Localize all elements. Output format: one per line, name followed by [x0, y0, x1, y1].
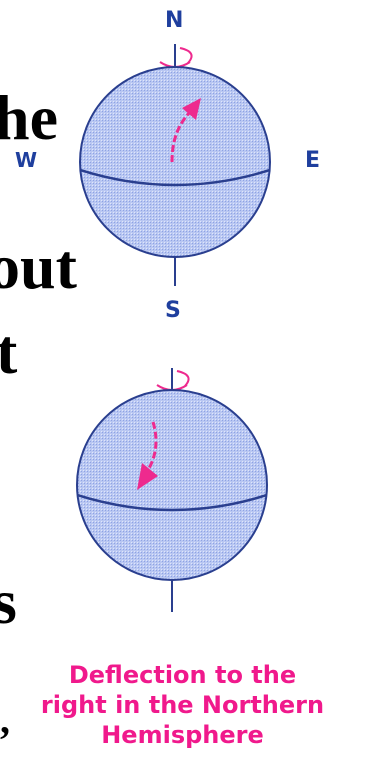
bottom-globe-sphere — [76, 389, 268, 581]
bottom-globe-equator — [77, 493, 267, 512]
bottom-globe — [76, 368, 268, 612]
compass-east-label: E — [305, 148, 321, 173]
slide-text-fragment-5: , — [0, 697, 10, 742]
bottom-rotation-arrowhead — [176, 370, 190, 387]
caption-line-1: Deflection to the — [68, 661, 297, 689]
caption-line-2: right in the Northern — [40, 691, 325, 719]
coriolis-globes-diagram — [76, 44, 271, 612]
top-globe-sphere — [79, 66, 271, 258]
top-globe-equator — [80, 168, 270, 187]
slide-text-fragment-4: s — [0, 566, 17, 637]
slide-text-fragment-2: out — [0, 231, 77, 302]
top-globe — [79, 44, 271, 286]
slide-text-fragment-1: he — [0, 82, 58, 153]
slide-text-fragment-3: t — [0, 316, 18, 387]
compass-south-label: S — [165, 298, 181, 323]
compass-north-label: N — [165, 8, 184, 33]
caption-line-3: Hemisphere — [101, 721, 264, 749]
top-deflection-arrow — [170, 110, 192, 163]
top-deflection-arrowhead — [182, 98, 201, 120]
diagram-caption: Deflection to the right in the Northern … — [0, 660, 365, 750]
bottom-deflection-arrowhead — [137, 463, 158, 490]
compass-west-label: W — [15, 148, 38, 172]
bottom-deflection-arrow — [146, 421, 158, 471]
top-rotation-arrowhead — [179, 47, 193, 64]
